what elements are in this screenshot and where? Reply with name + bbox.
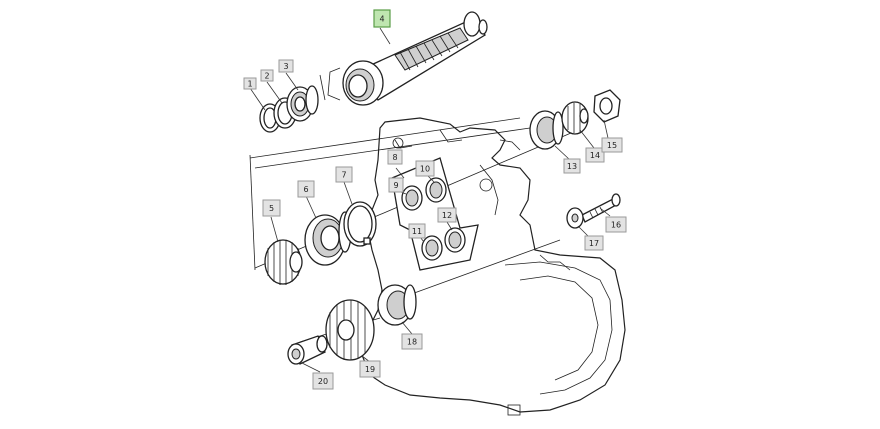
callout-5[interactable]: 5 bbox=[262, 199, 281, 217]
callout-number[interactable]: 15 bbox=[607, 141, 617, 150]
callout-number[interactable]: 14 bbox=[590, 151, 600, 160]
callout-box[interactable] bbox=[312, 372, 334, 390]
gear-19 bbox=[325, 299, 375, 361]
callout-number[interactable]: 10 bbox=[420, 165, 430, 174]
callout-box[interactable] bbox=[243, 77, 257, 90]
gear-14 bbox=[561, 101, 589, 135]
callout-16[interactable]: 16 bbox=[605, 216, 627, 233]
callout-box[interactable] bbox=[260, 69, 274, 82]
callout-2[interactable]: 2 bbox=[260, 69, 274, 82]
callout-number[interactable]: 17 bbox=[589, 239, 599, 248]
callout-box[interactable] bbox=[584, 235, 604, 251]
snap-ring-7 bbox=[343, 201, 377, 247]
callout-11[interactable]: 11 bbox=[408, 223, 426, 239]
callout-number[interactable]: 2 bbox=[264, 72, 269, 81]
callout-12[interactable]: 12 bbox=[437, 207, 457, 223]
callout-7[interactable]: 7 bbox=[335, 166, 353, 183]
callout-box[interactable] bbox=[415, 160, 435, 177]
callout-1[interactable]: 1 bbox=[243, 77, 257, 90]
callout-box[interactable] bbox=[278, 59, 294, 73]
bearing-6 bbox=[304, 211, 352, 266]
thrust-plate-8 bbox=[391, 157, 479, 271]
callout-box[interactable] bbox=[401, 333, 423, 350]
callout-8[interactable]: 8 bbox=[387, 149, 403, 165]
callout-box[interactable] bbox=[408, 223, 426, 239]
callout-box[interactable] bbox=[262, 199, 281, 217]
callout-9[interactable]: 9 bbox=[388, 177, 404, 193]
main-shaft bbox=[319, 11, 488, 106]
callout-number[interactable]: 16 bbox=[611, 221, 621, 230]
callout-box[interactable] bbox=[297, 180, 315, 198]
callout-number[interactable]: 6 bbox=[303, 185, 308, 194]
callout-10[interactable]: 10 bbox=[415, 160, 435, 177]
gear-5 bbox=[264, 239, 303, 285]
callout-19[interactable]: 19 bbox=[359, 360, 381, 378]
callout-18[interactable]: 18 bbox=[401, 333, 423, 350]
callout-number[interactable]: 20 bbox=[318, 377, 328, 386]
nut-15 bbox=[593, 89, 621, 123]
callout-box[interactable] bbox=[585, 147, 605, 163]
callout-3[interactable]: 3 bbox=[278, 59, 294, 73]
bearing-18 bbox=[377, 284, 417, 326]
callout-number[interactable]: 7 bbox=[341, 171, 346, 180]
callout-number[interactable]: 1 bbox=[247, 80, 252, 89]
callout-box[interactable] bbox=[437, 207, 457, 223]
callout-box[interactable] bbox=[601, 137, 623, 153]
callout-14[interactable]: 14 bbox=[585, 147, 605, 163]
sleeve-20 bbox=[287, 335, 328, 365]
callout-box[interactable] bbox=[359, 360, 381, 378]
callout-number[interactable]: 4 bbox=[379, 15, 384, 24]
callout-15[interactable]: 15 bbox=[601, 137, 623, 153]
callout-13[interactable]: 13 bbox=[563, 158, 581, 174]
callout-4[interactable]: 4 bbox=[373, 9, 391, 28]
callout-number[interactable]: 18 bbox=[407, 338, 417, 347]
leader-lines bbox=[249, 27, 611, 373]
callout-number[interactable]: 12 bbox=[442, 211, 452, 220]
callout-number[interactable]: 11 bbox=[412, 227, 422, 236]
snap-rings-1-2-3 bbox=[259, 85, 319, 133]
bearing-13 bbox=[529, 110, 564, 150]
callout-box[interactable] bbox=[605, 216, 627, 233]
callout-6[interactable]: 6 bbox=[297, 180, 315, 198]
washer-17 bbox=[566, 207, 584, 229]
gear-housing bbox=[361, 117, 626, 416]
callout-number[interactable]: 13 bbox=[567, 162, 577, 171]
callout-box[interactable] bbox=[563, 158, 581, 174]
callout-17[interactable]: 17 bbox=[584, 235, 604, 251]
callout-number[interactable]: 8 bbox=[392, 153, 397, 162]
callout-20[interactable]: 20 bbox=[312, 372, 334, 390]
callout-box[interactable] bbox=[335, 166, 353, 183]
callout-number[interactable]: 3 bbox=[283, 62, 288, 71]
callout-number[interactable]: 9 bbox=[393, 181, 398, 190]
callout-box[interactable] bbox=[388, 177, 404, 193]
callout-box[interactable] bbox=[373, 9, 391, 28]
callout-box[interactable] bbox=[387, 149, 403, 165]
bolt-16 bbox=[581, 193, 621, 223]
callout-number[interactable]: 19 bbox=[365, 365, 375, 374]
callout-number[interactable]: 5 bbox=[269, 204, 274, 213]
